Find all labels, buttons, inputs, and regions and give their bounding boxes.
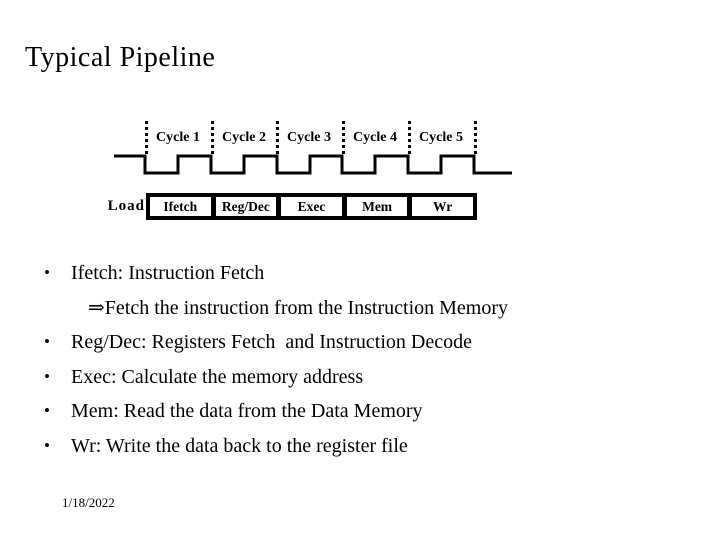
bullet-icon: • — [44, 263, 50, 282]
cycle-boundary-tick — [145, 121, 148, 156]
double-arrow-icon: ⇒ — [88, 296, 105, 319]
list-item-text: Mem: Read the data from the Data Memory — [71, 400, 423, 422]
cycle-label-3: Cycle 3 — [287, 130, 331, 145]
list-item: • Exec: Calculate the memory address — [44, 360, 684, 395]
stage-cell-exec: Exec — [281, 197, 342, 216]
clock-waveform-icon — [114, 154, 512, 175]
list-item: • Ifetch: Instruction Fetch — [44, 256, 684, 291]
list-item-text: Exec: Calculate the memory address — [71, 365, 364, 388]
stage-cell-mem: Mem — [346, 197, 408, 216]
list-item: • Reg/Dec: Registers Fetch and Instructi… — [44, 325, 684, 360]
cycle-label-2: Cycle 2 — [222, 130, 266, 145]
stage-cell-regdec: Reg/Dec — [215, 197, 277, 216]
cycle-label-1: Cycle 1 — [156, 130, 200, 145]
list-item: • Wr: Write the data back to the registe… — [44, 429, 684, 464]
list-item-text: Wr: Write the data back to the register … — [71, 434, 408, 457]
stage-cell-wr: Wr — [412, 197, 473, 216]
cycle-boundary-tick — [211, 121, 214, 156]
footer-date: 1/18/2022 — [62, 495, 115, 510]
stage-cell-ifetch: Ifetch — [150, 197, 211, 216]
slide-title: Typical Pipeline — [25, 42, 216, 73]
list-item-text: Reg/Dec: Registers Fetch and Instruction… — [71, 331, 472, 353]
list-item-text: Ifetch: Instruction Fetch — [71, 262, 265, 284]
cycle-boundary-tick — [408, 121, 411, 156]
cycle-boundary-tick — [342, 121, 345, 156]
cycle-boundary-tick — [474, 121, 477, 156]
cycle-boundary-tick — [276, 121, 279, 156]
cycle-label-5: Cycle 5 — [419, 130, 463, 145]
bullet-list: • Ifetch: Instruction Fetch ⇒ Fetch the … — [44, 256, 684, 463]
list-subitem-text: Fetch the instruction from the Instructi… — [104, 296, 509, 319]
bullet-icon: • — [44, 332, 50, 351]
bullet-icon: • — [44, 401, 50, 420]
cycle-label-4: Cycle 4 — [353, 130, 397, 145]
list-subitem: ⇒ Fetch the instruction from the Instruc… — [88, 291, 684, 326]
list-item: • Mem: Read the data from the Data Memor… — [44, 394, 684, 429]
load-row-label: Load — [107, 198, 145, 214]
bullet-icon: • — [44, 435, 50, 455]
bullet-icon: • — [44, 366, 50, 386]
pipeline-stage-box: Ifetch Reg/Dec Exec Mem Wr — [146, 193, 477, 220]
